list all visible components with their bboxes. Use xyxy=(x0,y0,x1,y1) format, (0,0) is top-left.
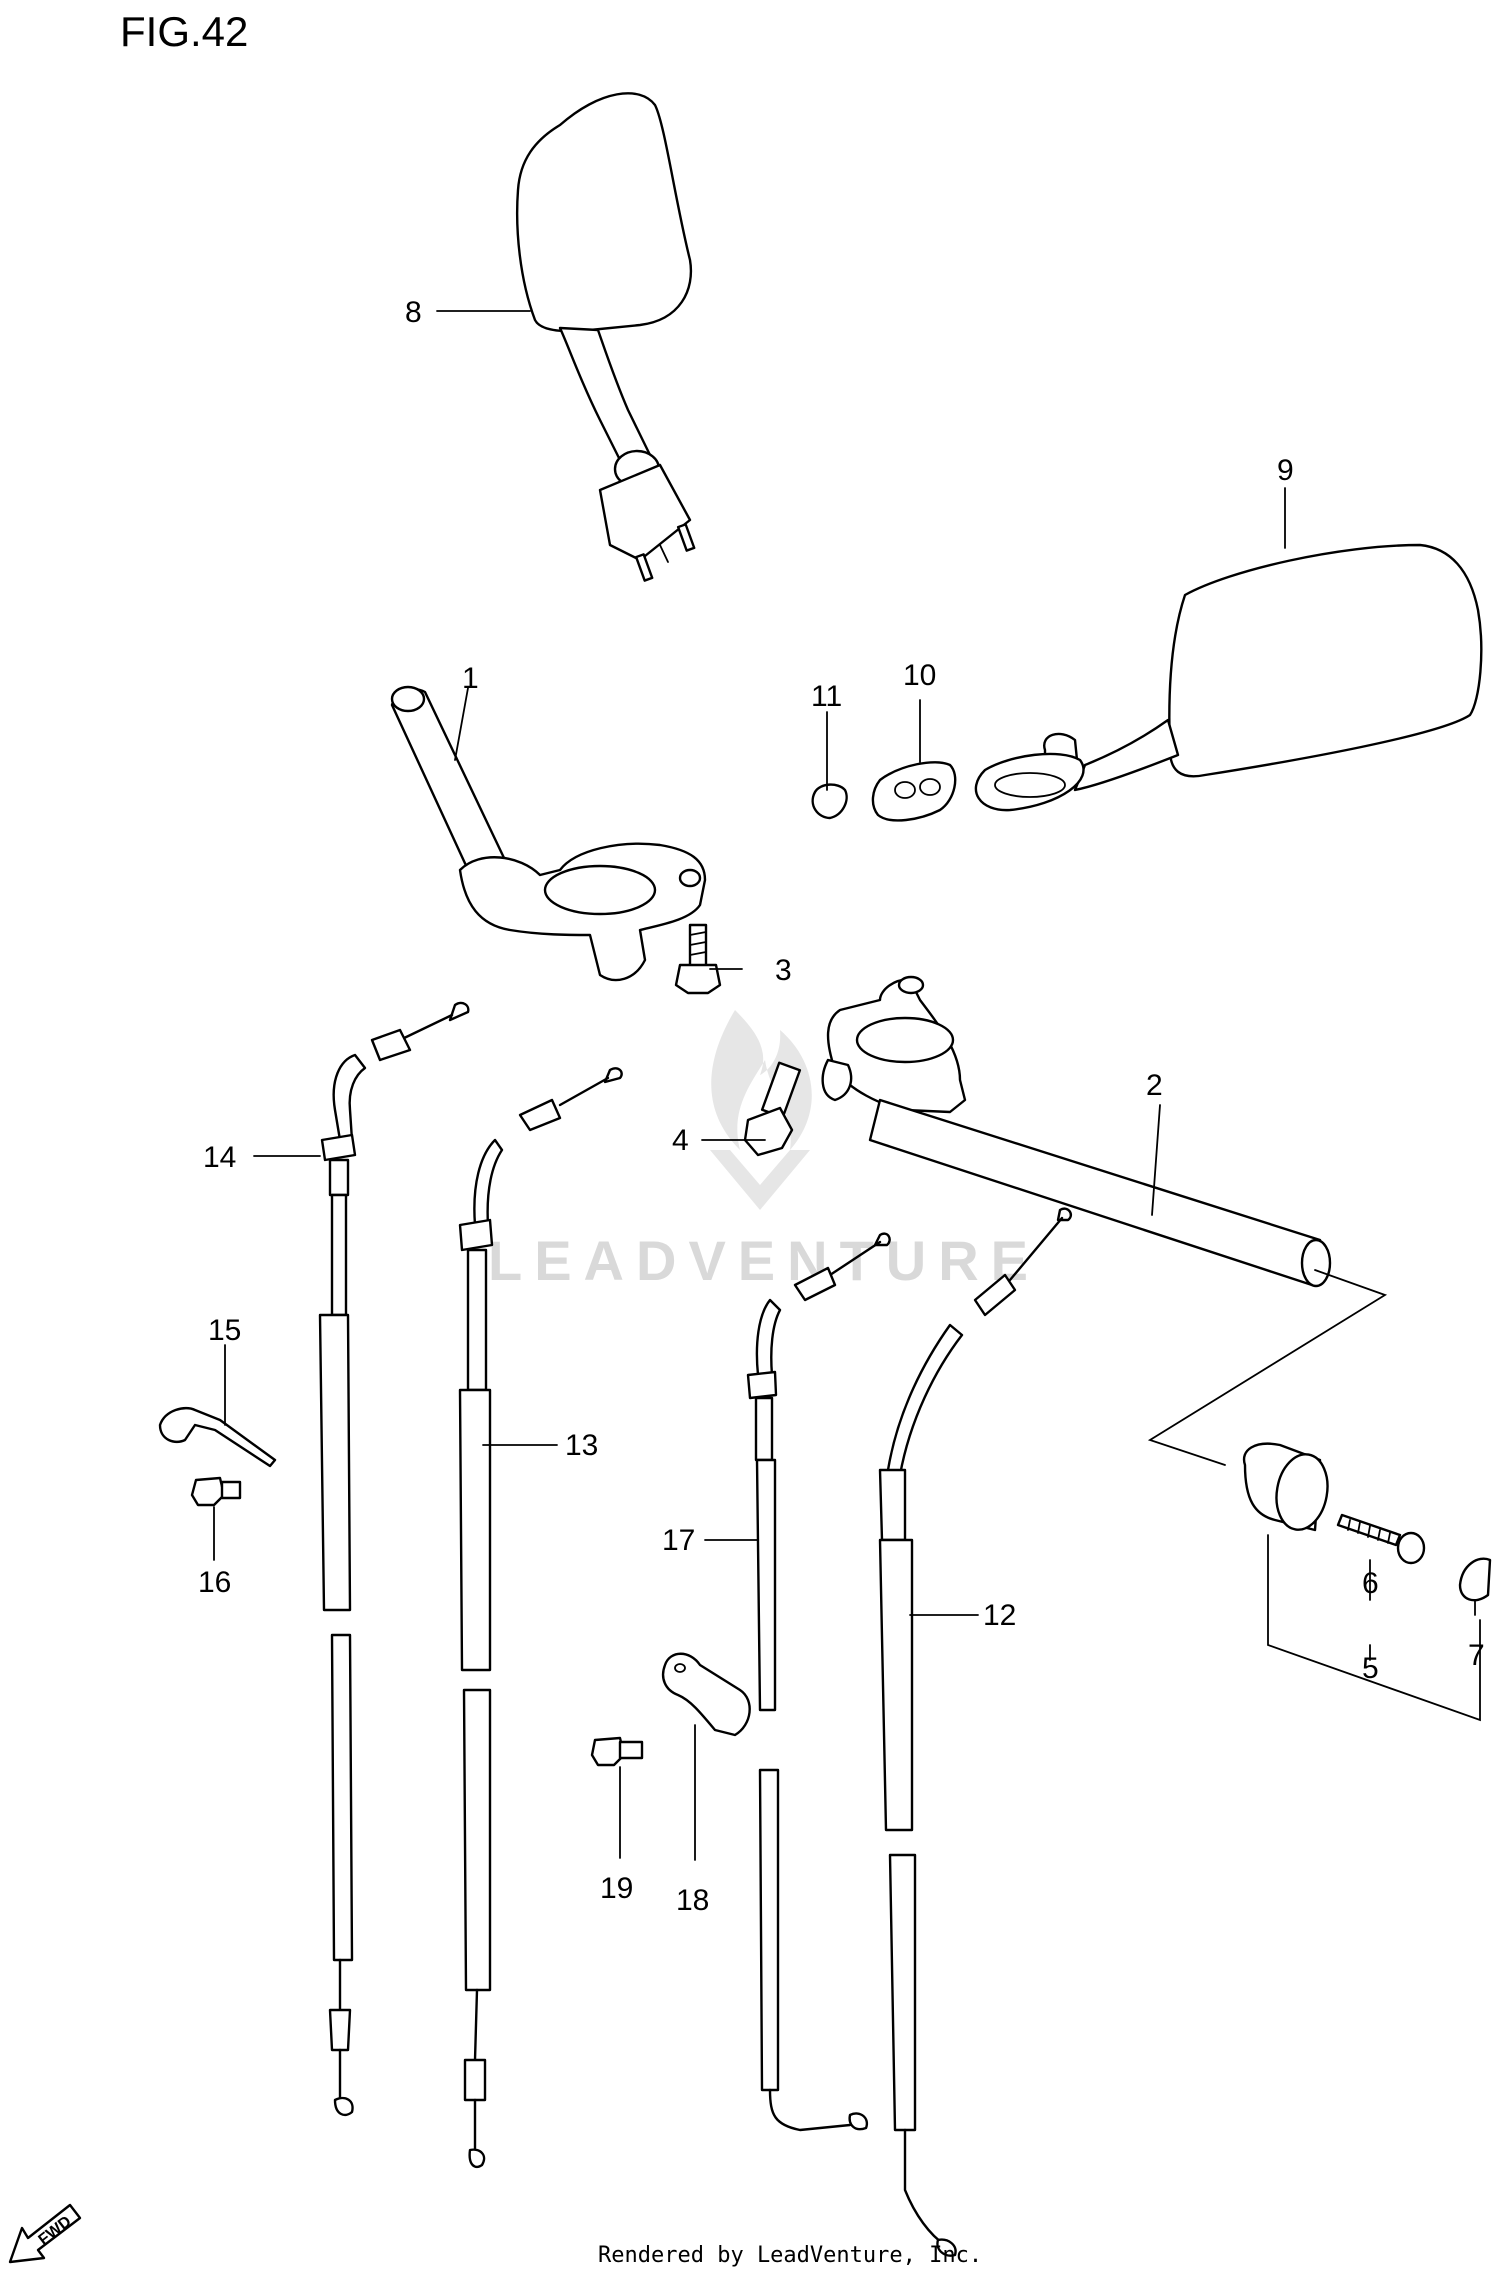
callout-1: 1 xyxy=(462,662,479,695)
callout-12: 12 xyxy=(983,1599,1016,1632)
right-handlebar xyxy=(821,975,1332,1288)
callout-17: 17 xyxy=(662,1524,695,1557)
footer-credit: Rendered by LeadVenture, Inc. xyxy=(598,2243,982,2268)
callout-7: 7 xyxy=(1468,1639,1485,1672)
throttle-cable-13 xyxy=(458,1067,623,2169)
choke-cable-17 xyxy=(746,1232,891,2132)
left-mirror xyxy=(515,92,696,582)
guide-bolt-19 xyxy=(590,1736,644,1767)
callout-14: 14 xyxy=(203,1141,236,1174)
leader-lines xyxy=(213,310,1476,1861)
clamp-bolt-16 xyxy=(190,1476,242,1507)
callout-16: 16 xyxy=(198,1566,231,1599)
callout-8: 8 xyxy=(405,296,422,329)
bar-end-weight xyxy=(1242,1442,1329,1532)
callout-9: 9 xyxy=(1277,454,1294,487)
callout-3: 3 xyxy=(775,954,792,987)
left-handlebar xyxy=(390,685,707,982)
callout-5: 5 xyxy=(1362,1652,1379,1685)
bar-end-washer xyxy=(1458,1557,1492,1602)
figure-title: FIG.42 xyxy=(120,8,248,55)
callout-10: 10 xyxy=(903,659,936,692)
callout-11: 11 xyxy=(811,680,842,713)
callout-6: 6 xyxy=(1362,1567,1379,1600)
cable-guide-18 xyxy=(661,1652,751,1737)
cable-clamp-15 xyxy=(158,1406,277,1468)
callout-15: 15 xyxy=(208,1314,241,1347)
callout-13: 13 xyxy=(565,1429,598,1462)
handlebar-bolt-left xyxy=(674,923,722,995)
right-mirror xyxy=(974,543,1483,812)
watermark-logo xyxy=(710,1010,812,1210)
clutch-cable-12 xyxy=(878,1207,1073,2257)
balancer-group-lines xyxy=(1147,1269,1481,1722)
callout-labels: 1 2 3 4 5 6 7 8 9 10 11 12 13 14 15 16 1… xyxy=(198,296,1485,1917)
bar-end-screw xyxy=(1336,1513,1426,1565)
mirror-gasket xyxy=(871,761,957,822)
callout-19: 19 xyxy=(600,1872,633,1905)
callout-4: 4 xyxy=(672,1124,689,1157)
callout-2: 2 xyxy=(1146,1069,1163,1102)
watermark-text: LEADVENTURE xyxy=(488,1229,1040,1292)
throttle-cable-14 xyxy=(318,1001,470,2116)
fwd-arrow-icon: FWD xyxy=(8,2203,82,2264)
handlebar-bolt-right xyxy=(743,1061,802,1157)
mirror-cap xyxy=(811,783,848,820)
callout-18: 18 xyxy=(676,1884,709,1917)
